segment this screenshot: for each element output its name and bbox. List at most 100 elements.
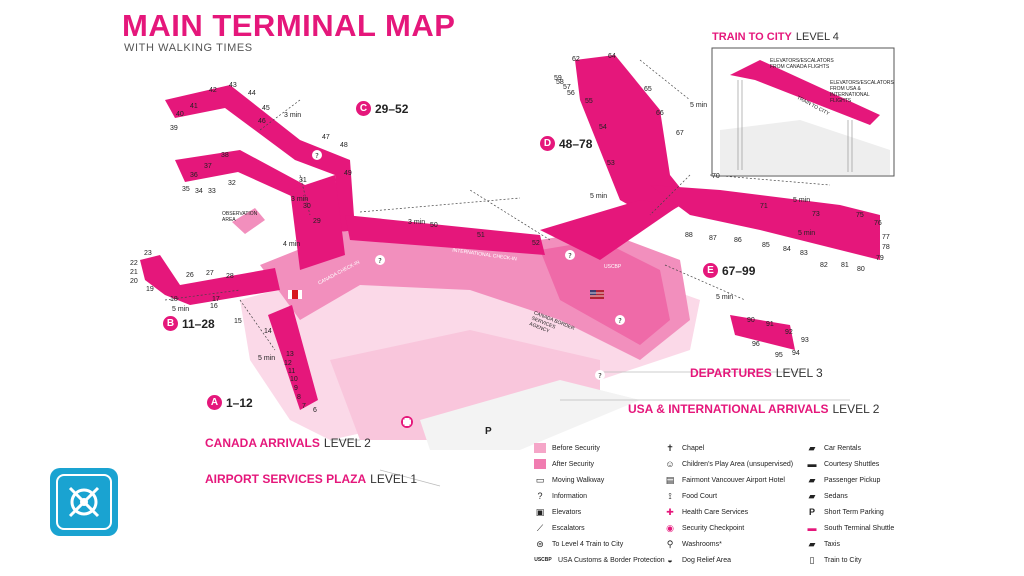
gate-number: 35 (182, 186, 190, 193)
washroom-icon: ⚲ (666, 538, 674, 549)
gate-number: 85 (762, 242, 770, 249)
observation-area (232, 208, 265, 234)
legend-item: ▰Taxis (806, 536, 894, 552)
gate-number: 47 (322, 134, 330, 141)
gate-number: 45 (262, 105, 270, 112)
concourse-b (140, 255, 280, 305)
gate-number: 80 (857, 266, 865, 273)
health-care-icon (401, 416, 413, 428)
legend-label: Moving Walkway (552, 476, 605, 484)
sedan-icon: ▰ (808, 490, 816, 501)
gate-number: 15 (234, 318, 242, 325)
chapel-icon: ✝ (666, 442, 674, 453)
zone-e-label[interactable]: E 67–99 (703, 263, 755, 278)
gate-number: 29 (313, 218, 321, 225)
gate-number: 16 (210, 303, 218, 310)
svg-text:?: ? (598, 372, 602, 380)
zone-a-label[interactable]: A 1–12 (207, 395, 253, 410)
uscbp-label: USCBP (604, 264, 622, 270)
legend-mid: ✝Chapel☺Children's Play Area (unsupervis… (664, 440, 793, 568)
gate-number: 65 (644, 86, 652, 93)
legend-label: Short Term Parking (824, 508, 884, 516)
ground-road (420, 380, 640, 450)
gate-number: 10 (290, 376, 298, 383)
walkway-icon: ▭ (535, 474, 545, 485)
concourse-c-link (290, 175, 345, 270)
health-icon: ✚ (666, 506, 674, 517)
gate-number: 7 (302, 403, 306, 410)
gate-number: 23 (144, 250, 152, 257)
gate-number: 81 (841, 262, 849, 269)
svg-text:?: ? (618, 317, 622, 325)
gate-number: 67 (676, 130, 684, 137)
gate-number: 27 (206, 270, 214, 277)
gate-number: 53 (607, 160, 615, 167)
zone-a-badge: A (207, 395, 222, 410)
app-logo-icon[interactable] (50, 468, 118, 536)
concourse-a (268, 305, 318, 410)
legend-label: Dog Relief Area (682, 556, 732, 564)
gate-number: 6 (313, 407, 317, 414)
gate-number: 51 (477, 232, 485, 239)
legend-item: ▯Train to City (806, 552, 894, 568)
zone-c-label[interactable]: C 29–52 (356, 101, 408, 116)
zone-e-range: 67–99 (722, 263, 756, 278)
svg-text:?: ? (568, 252, 572, 260)
swatch-before (534, 443, 546, 453)
legend-label: To Level 4 Train to City (552, 540, 624, 548)
gate-number: 22 (130, 260, 138, 267)
gate-number: 34 (195, 188, 203, 195)
legend-label: Children's Play Area (unsupervised) (682, 460, 794, 468)
legend-item: ✚ Health Care Services (664, 504, 793, 520)
zone-d-range: 48–78 (559, 136, 593, 151)
gate-number: 40 (176, 111, 184, 118)
gate-number: 43 (229, 82, 237, 89)
walk-time-b: 5 min (172, 306, 190, 313)
gate-number: 50 (430, 222, 438, 229)
gate-number: 12 (284, 360, 292, 367)
legend-item: ⚲Washrooms* (664, 536, 793, 552)
legend-item: ▣Elevators (534, 504, 665, 520)
gate-number: 42 (209, 87, 217, 94)
gate-number: 66 (656, 110, 664, 117)
legend-label: Taxis (824, 540, 840, 548)
legend-item: ✝Chapel (664, 440, 793, 456)
gate-number: 32 (228, 180, 236, 187)
escalator-icon: ⟋ (536, 522, 544, 533)
walk-time-e1: 5 min (793, 197, 811, 204)
gate-number: 44 (248, 90, 256, 97)
zone-d-label[interactable]: D 48–78 (540, 136, 592, 151)
zone-c-badge: C (356, 101, 371, 116)
gate-number: 36 (190, 172, 198, 179)
legend-label: USA Customs & Border Protection (558, 556, 665, 564)
gate-number: 64 (608, 53, 616, 60)
gate-number: 77 (882, 234, 890, 241)
legend-item: ▭ Moving Walkway (534, 472, 665, 488)
gate-number: 39 (170, 125, 178, 132)
legend-label: South Terminal Shuttle (824, 524, 895, 532)
zone-b-label[interactable]: B 11–28 (163, 316, 215, 331)
gate-number: 95 (775, 352, 783, 359)
legend-item: ⊜To Level 4 Train to City (534, 536, 665, 552)
gate-number: 79 (876, 255, 884, 262)
gate-number: 88 (685, 232, 693, 239)
legend-label: Sedans (824, 492, 848, 500)
gate-number: 76 (874, 220, 882, 227)
gate-number: 26 (186, 272, 194, 279)
legend-label: Health Care Services (682, 508, 749, 516)
concourse-c-lower (175, 150, 338, 232)
legend-item: After Security (534, 456, 665, 472)
legend-item: ◉Security Checkpoint (664, 520, 793, 536)
gate-number: 87 (709, 235, 717, 242)
zone-d-badge: D (540, 136, 555, 151)
gate-number: 94 (792, 350, 800, 357)
gate-number: 59 (554, 75, 562, 82)
car-icon: ▰ (808, 442, 816, 453)
gate-number: 58 (556, 79, 564, 86)
gate-number: 70 (712, 173, 720, 180)
svg-text:P: P (485, 426, 492, 437)
walk-time-a: 5 min (258, 355, 276, 362)
